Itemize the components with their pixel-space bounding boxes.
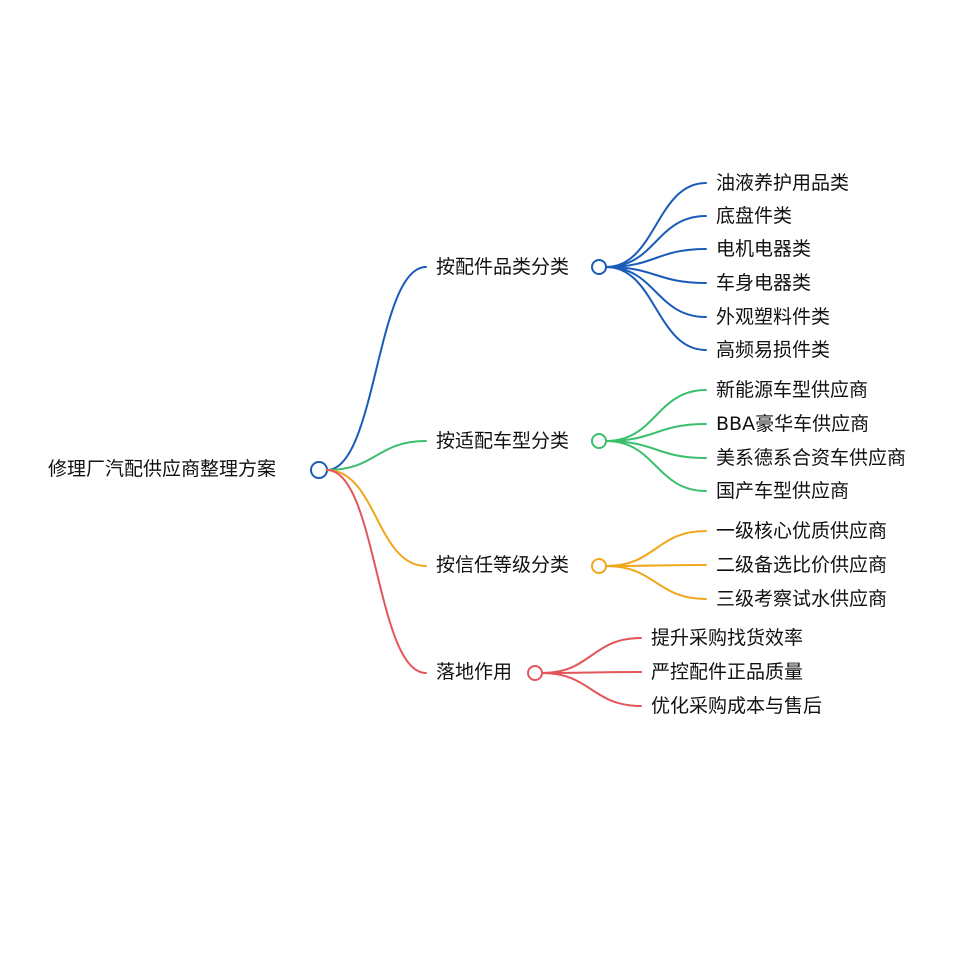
branch-3: 按信任等级分类 一级核心优质供应商 二级备选比价供应商 三级考察试水供应商 xyxy=(326,469,887,610)
root-node: 修理厂汽配供应商整理方案 xyxy=(48,458,328,480)
branch-3-child-1-label: 一级核心优质供应商 xyxy=(716,520,887,542)
branch-2: 按适配车型分类 新能源车型供应商 BBA豪华车供应商 美系德系合资车供应商 国产… xyxy=(326,379,906,502)
branch-2-child-4-connector xyxy=(605,440,707,492)
branch-2-child-1-connector xyxy=(605,389,707,442)
branch-4-child-3-connector xyxy=(541,672,642,707)
branch-2-child-2-connector xyxy=(605,423,707,442)
branch-1-child-1-connector xyxy=(605,182,707,268)
branch-3-child-2-label: 二级备选比价供应商 xyxy=(716,554,887,576)
branch-4-child-1-label: 提升采购找货效率 xyxy=(651,627,803,649)
branch-1-circle xyxy=(591,259,607,275)
branch-4-circle xyxy=(527,665,543,681)
branch-1-child-2-label: 底盘件类 xyxy=(716,205,792,227)
branch-2-label: 按适配车型分类 xyxy=(436,430,569,452)
branch-3-label: 按信任等级分类 xyxy=(436,554,569,576)
branch-3-child-1-connector xyxy=(605,530,707,567)
branch-2-circle xyxy=(591,433,607,449)
branch-1-child-6-label: 高频易损件类 xyxy=(716,339,830,361)
branch-1-child-4-connector xyxy=(605,266,707,284)
branch-1-connector xyxy=(326,266,427,471)
branch-4-child-3-label: 优化采购成本与售后 xyxy=(651,695,822,717)
branch-2-child-4-label: 国产车型供应商 xyxy=(716,480,849,502)
root-label: 修理厂汽配供应商整理方案 xyxy=(48,458,276,480)
root-node-circle xyxy=(310,461,328,479)
branch-1-child-5-label: 外观塑料件类 xyxy=(716,306,830,328)
branch-3-connector xyxy=(326,469,427,567)
branch-3-child-3-connector xyxy=(605,565,707,600)
branch-1-child-3-connector xyxy=(605,248,707,268)
branch-1-child-1-label: 油液养护用品类 xyxy=(716,172,849,194)
branch-4-child-2-label: 严控配件正品质量 xyxy=(651,661,803,683)
branch-4-child-1-connector xyxy=(541,637,642,674)
branch-1-child-6-connector xyxy=(605,266,707,351)
branch-4-child-2-connector xyxy=(541,671,642,674)
branch-2-child-1-label: 新能源车型供应商 xyxy=(716,379,868,401)
branch-1: 按配件品类分类 油液养护用品类 底盘件类 电机电器类 车身电器类 外观塑料件类 … xyxy=(326,172,849,471)
branch-1-label: 按配件品类分类 xyxy=(436,256,569,278)
branch-4-connector xyxy=(326,469,427,674)
branch-1-child-3-label: 电机电器类 xyxy=(716,238,811,260)
branch-2-child-2-label: BBA豪华车供应商 xyxy=(716,413,869,435)
branch-4-label: 落地作用 xyxy=(436,661,512,683)
branch-3-circle xyxy=(591,558,607,574)
branch-1-child-2-connector xyxy=(605,215,707,268)
branch-4: 落地作用 提升采购找货效率 严控配件正品质量 优化采购成本与售后 xyxy=(326,469,822,717)
branch-1-child-4-label: 车身电器类 xyxy=(716,272,811,294)
branch-2-child-3-label: 美系德系合资车供应商 xyxy=(716,447,906,469)
branch-3-child-2-connector xyxy=(605,564,707,567)
branch-3-child-3-label: 三级考察试水供应商 xyxy=(716,588,887,610)
branch-2-connector xyxy=(326,440,427,471)
